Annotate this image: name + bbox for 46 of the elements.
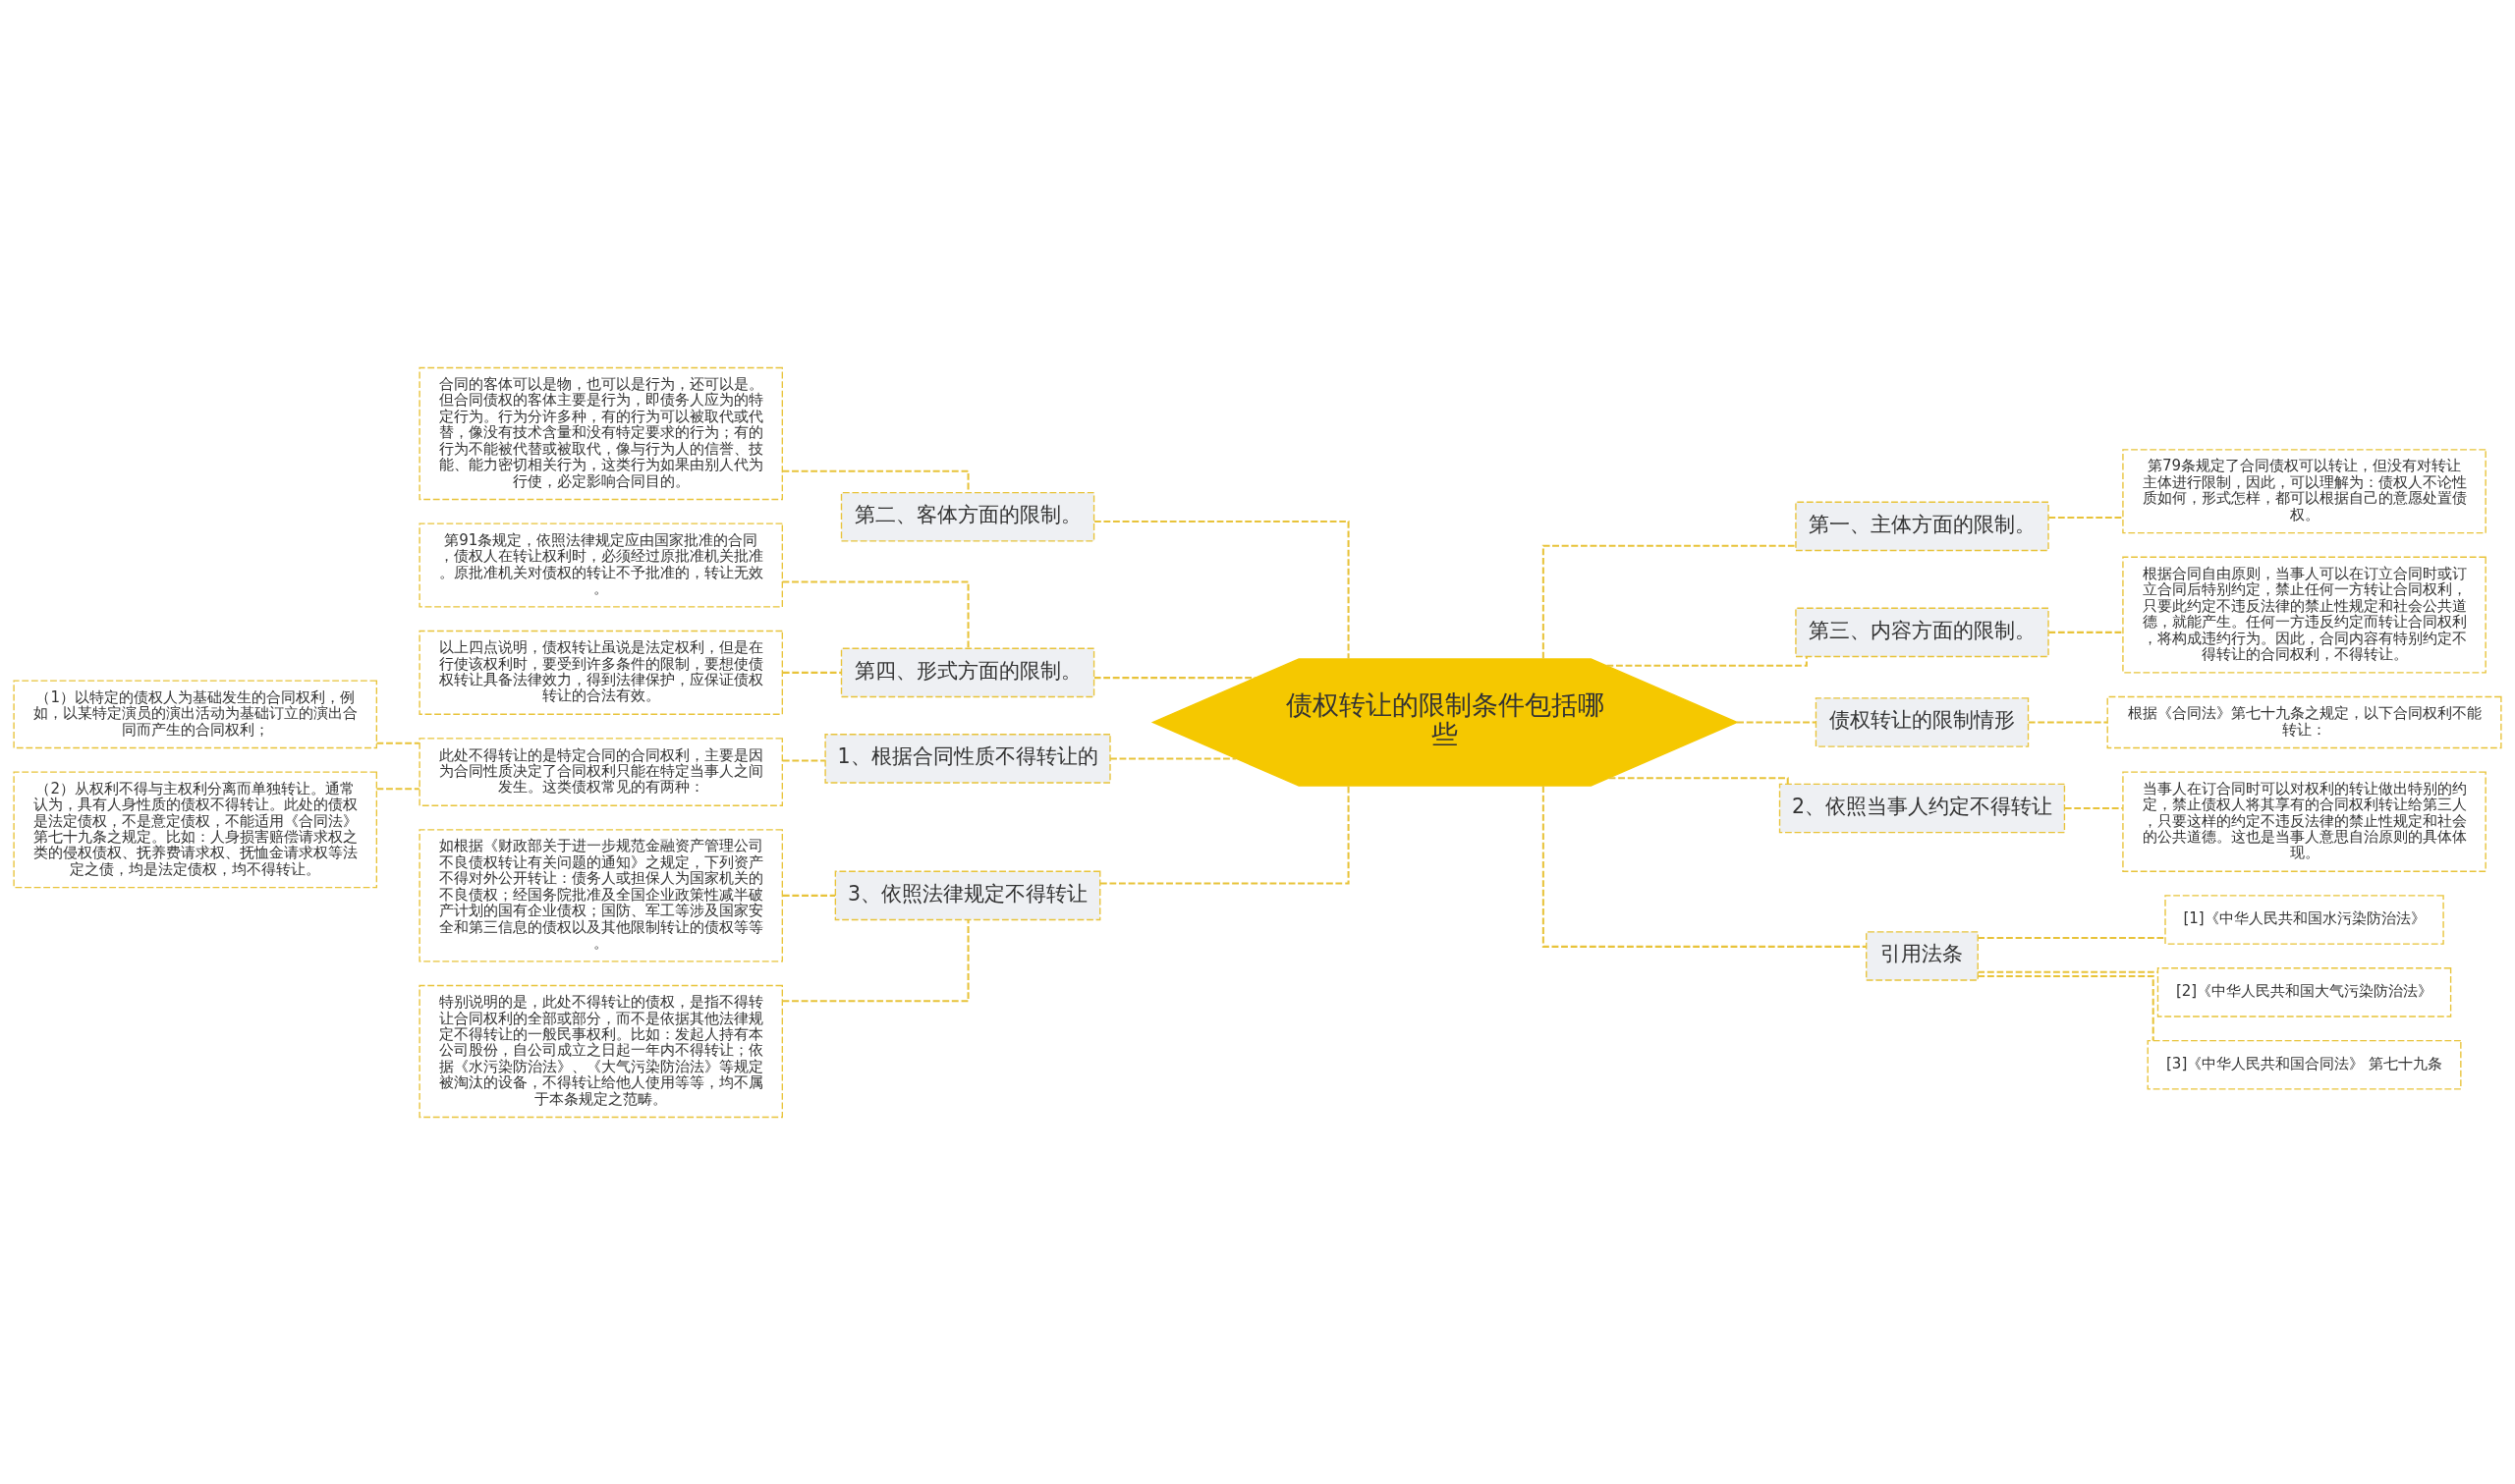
- node-box: 如根据《财政部关于进一步规范金融资产管理公司不良债权转让有关问题的通知》之规定，下列资产不得对外公开转让：债务人或担保人为国家机关的不良债权；经国务院批准及全国企业政策性减半破产计划的国有企业债权；国防、军工等涉及国家安全和第三信息的债权以及其他限制转让的债权等等。: [419, 828, 783, 962]
- connector: [1094, 520, 1350, 659]
- connector: [2064, 806, 2123, 809]
- connector: [1093, 676, 1256, 679]
- connector: [376, 787, 419, 790]
- node-box: 第79条规定了合同债权可以转让，但没有对转让主体进行限制，因此，可以理解为：债权人不论性质如何，形式怎样，都可以根据自己的意愿处置债权。: [2122, 448, 2487, 533]
- connector: [1978, 974, 2154, 1041]
- node-box: 引用法条: [1866, 930, 1979, 981]
- connector: [1978, 936, 2165, 939]
- node-box: 债权转让的限制情形: [1815, 696, 2030, 747]
- node-box: （1）以特定的债权人为基础发生的合同权利，例如，以某特定演员的演出活动为基础订立的演出合同而产生的合同权利；: [13, 679, 378, 748]
- node-box: 此处不得转让的是特定合同的合同权利，主要是因为合同性质决定了合同权利只能在特定当事人之间发生。这类债权常见的有两种：: [419, 737, 783, 806]
- node-box: 2、依照当事人约定不得转让: [1778, 783, 2066, 833]
- node-box: 以上四点说明，债权转让虽说是法定权利，但是在行使该权利时，要受到许多条件的限制，要想使债权转让具备法律效力，得到法律保护，应保证债权转让的合法有效。: [419, 630, 783, 715]
- node-box: 根据《合同法》第七十九条之规定，以下合同权利不能转让：: [2106, 695, 2502, 748]
- connector: [1737, 720, 1816, 723]
- node-box: [3]《中华人民共和国合同法》 第七十九条: [2147, 1039, 2462, 1089]
- connector: [782, 758, 825, 761]
- node-box: 第二、客体方面的限制。: [840, 491, 1095, 542]
- node-box: 合同的客体可以是物，也可以是行为，还可以是。但合同债权的客体主要是行为，即债务人应为的特定行为。行为分许多种，有的行为可以被取代或代替，像没有技术含量和没有特定要求的行为；有的行为不能被代替或被取代，像与行为人的信誉、技能、能力密切相关行为，这类行为如果由别人代为行使，必定影响合同目的。: [419, 366, 783, 500]
- node-box: 第四、形式方面的限制。: [840, 647, 1095, 697]
- node-box: 第三、内容方面的限制。: [1795, 607, 2049, 657]
- connector: [1541, 544, 1796, 659]
- connector: [1541, 785, 1867, 948]
- connector: [376, 742, 419, 744]
- node-box: 当事人在订合同时可以对权利的转让做出特别的约定，禁止债权人将其享有的合同权利转让给第三人，只要这样的约定不违反法律的禁止性规定和社会的公共道德。这也是当事人意思自治原则的具体体现。: [2122, 770, 2487, 872]
- connector: [782, 894, 836, 897]
- connector: [1978, 970, 2158, 973]
- connector: [2048, 631, 2123, 633]
- node-box: 第91条规定，依照法律规定应由国家批准的合同，债权人在转让权利时，必须经过原批准机关批准。原批准机关对债权的转让不予批准的，转让无效。: [419, 522, 783, 608]
- node-box: 根据合同自由原则，当事人可以在订立合同时或订立合同后特别约定，禁止任何一方转让合同权利，只要此约定不违反法律的禁止性规定和社会公共道德，就能产生。任何一方违反约定而转让合同权利，将构成违约行为。因此，合同内容有特别约定不得转让的合同权利，不得转让。: [2122, 556, 2487, 674]
- node-box: 1、根据合同性质不得转让的: [824, 733, 1111, 784]
- connector: [782, 580, 970, 648]
- connector: [1100, 785, 1350, 885]
- connector: [782, 671, 842, 674]
- node-box: 第一、主体方面的限制。: [1795, 501, 2049, 551]
- connector: [2028, 720, 2107, 723]
- connector: [1608, 776, 1789, 784]
- node-box: 3、依照法律规定不得转让: [834, 870, 1101, 920]
- connector: [1110, 756, 1237, 759]
- node-box: [1]《中华人民共和国水污染防治法》: [2164, 894, 2444, 945]
- connector: [782, 919, 970, 1002]
- connector: [2048, 516, 2123, 519]
- node-box: [2]《中华人民共和国大气污染防治法》: [2156, 966, 2452, 1017]
- node-box: 特别说明的是，此处不得转让的债权，是指不得转让合同权利的全部或部分，而不是依据其他法律规定不得转让的一般民事权利。比如：发起人持有本公司股份，自公司成立之日起一年内不得转让；依据《水污染防治法》、《大气污染防治法》等规定被淘汰的设备，不得转让给他人使用等等，均不属于本条规定之范畴。: [419, 984, 783, 1118]
- node-box: （2）从权利不得与主权利分离而单独转让。通常认为，具有人身性质的债权不得转让。此处的债权是法定债权，不是意定债权，不能适用《合同法》第七十九条之规定。比如：人身损害赔偿请求权之类的侵权债权、抚养费请求权、抚恤金请求权等法定之债，均是法定债权，均不得转让。: [13, 770, 378, 888]
